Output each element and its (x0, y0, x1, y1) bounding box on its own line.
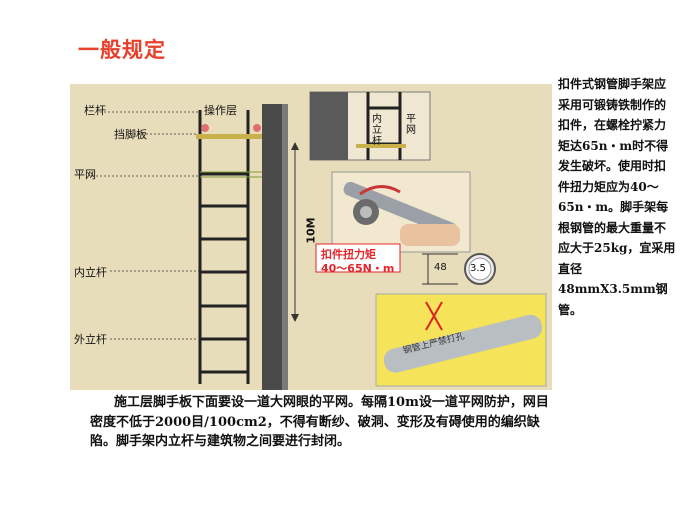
label-toe-board: 挡脚板 (114, 128, 147, 141)
scaffold-diagram (92, 91, 547, 390)
side-description: 扣件式钢管脚手架应采用可锻铸铁制作的扣件，在螺栓拧紧力矩达65n・m时不得发生破… (558, 77, 676, 317)
work-platform (196, 134, 262, 139)
ledgers (200, 134, 248, 374)
scaffold-figure: 栏杆 操作层 挡脚板 平网 内立杆 外立杆 10M 内立杆 平网 48 3.5 … (70, 84, 552, 390)
label-diameter: 3.5 (470, 263, 486, 274)
label-dimension: 48 (434, 262, 447, 273)
torque-value: 40～65N・m (321, 262, 395, 275)
label-work-layer: 操作层 (204, 104, 237, 117)
label-inset-inner-pole: 内立杆 (372, 114, 382, 147)
flat-net (200, 171, 262, 178)
label-flat-net: 平网 (74, 168, 96, 181)
torque-title: 扣件扭力矩 (321, 248, 376, 261)
page-title: 一般规定 (78, 38, 166, 62)
label-railing: 栏杆 (84, 104, 106, 117)
torque-label: 扣件扭力矩 40～65N・m (321, 248, 394, 276)
label-inner-pole: 内立杆 (74, 266, 107, 279)
bottom-description: 施工层脚手板下面要设一道大网眼的平网。每隔10m设一道平网防护，网目密度不低于2… (90, 395, 549, 449)
label-height: 10M (304, 217, 318, 244)
label-inset-flat-net: 平网 (406, 114, 416, 136)
label-outer-pole: 外立杆 (74, 333, 107, 346)
building-wall (262, 104, 282, 390)
